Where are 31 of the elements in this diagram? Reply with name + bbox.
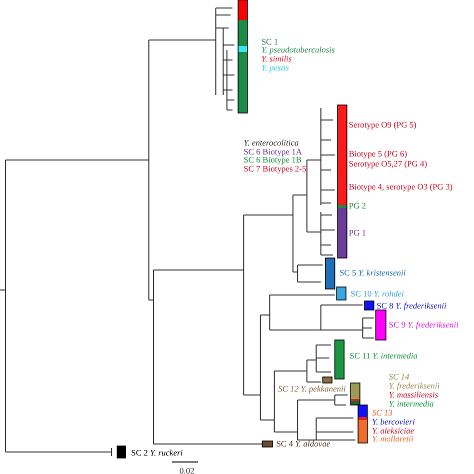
clade-label: SC 1 xyxy=(261,38,278,46)
clade-label: Y. frederiksenii xyxy=(388,382,440,390)
clade-label: Biotype 4, serotype O3 (PG 3) xyxy=(348,182,453,192)
clade-label: Y. pestis xyxy=(261,64,289,72)
clade-label: SC 5 Y. kristensenii xyxy=(339,268,406,278)
clade-label: SC 10 Y. rohdei xyxy=(350,290,404,298)
clade-label: SC 9 Y. frederiksenii xyxy=(388,320,458,330)
clade-label: SC 11 Y. intermedia xyxy=(350,352,418,360)
clade-label: SC 8 Y. frederiksenii xyxy=(376,302,446,310)
clade-label: Y. intermedia xyxy=(388,400,434,408)
clade-label: SC 2 Y. ruckeri xyxy=(131,448,183,458)
clade-label: Y. pseudotuberculosis xyxy=(261,46,335,54)
clade-label: PG 2 xyxy=(348,202,366,210)
clade-label: Biotype 5 (PG 6) xyxy=(348,150,408,158)
clade-label: SC 6 Biotype 1B xyxy=(244,156,302,164)
clade-label: PG 1 xyxy=(348,228,366,238)
clade-label: Y. enterocolitica xyxy=(244,138,299,148)
clade-label: SC 14 xyxy=(388,372,410,382)
clade-label: Y. mollaretii xyxy=(372,434,414,444)
scale-label: 0.02 xyxy=(179,466,194,474)
clade-label: SC 13 xyxy=(372,408,393,418)
clade-label: Serotype O9 (PG 5) xyxy=(348,120,417,130)
clade-label: SC 4 Y. aldovae xyxy=(276,440,330,448)
clade-label: SC 12 Y. pekkanenii xyxy=(278,384,346,393)
clade-label: Y. bercovieri xyxy=(372,418,415,426)
clade-label: SC 7 Biotypes 2-5 xyxy=(244,164,306,174)
clade-label: SC 6 Biotype 1A xyxy=(244,148,302,156)
clade-label: Y. similis xyxy=(261,54,292,64)
clade-label: Serotype O5,27 (PG 4) xyxy=(348,160,428,168)
clade-label: Y. massiliensis xyxy=(388,390,438,400)
clade-label: Y. aleksiciae xyxy=(372,426,414,436)
